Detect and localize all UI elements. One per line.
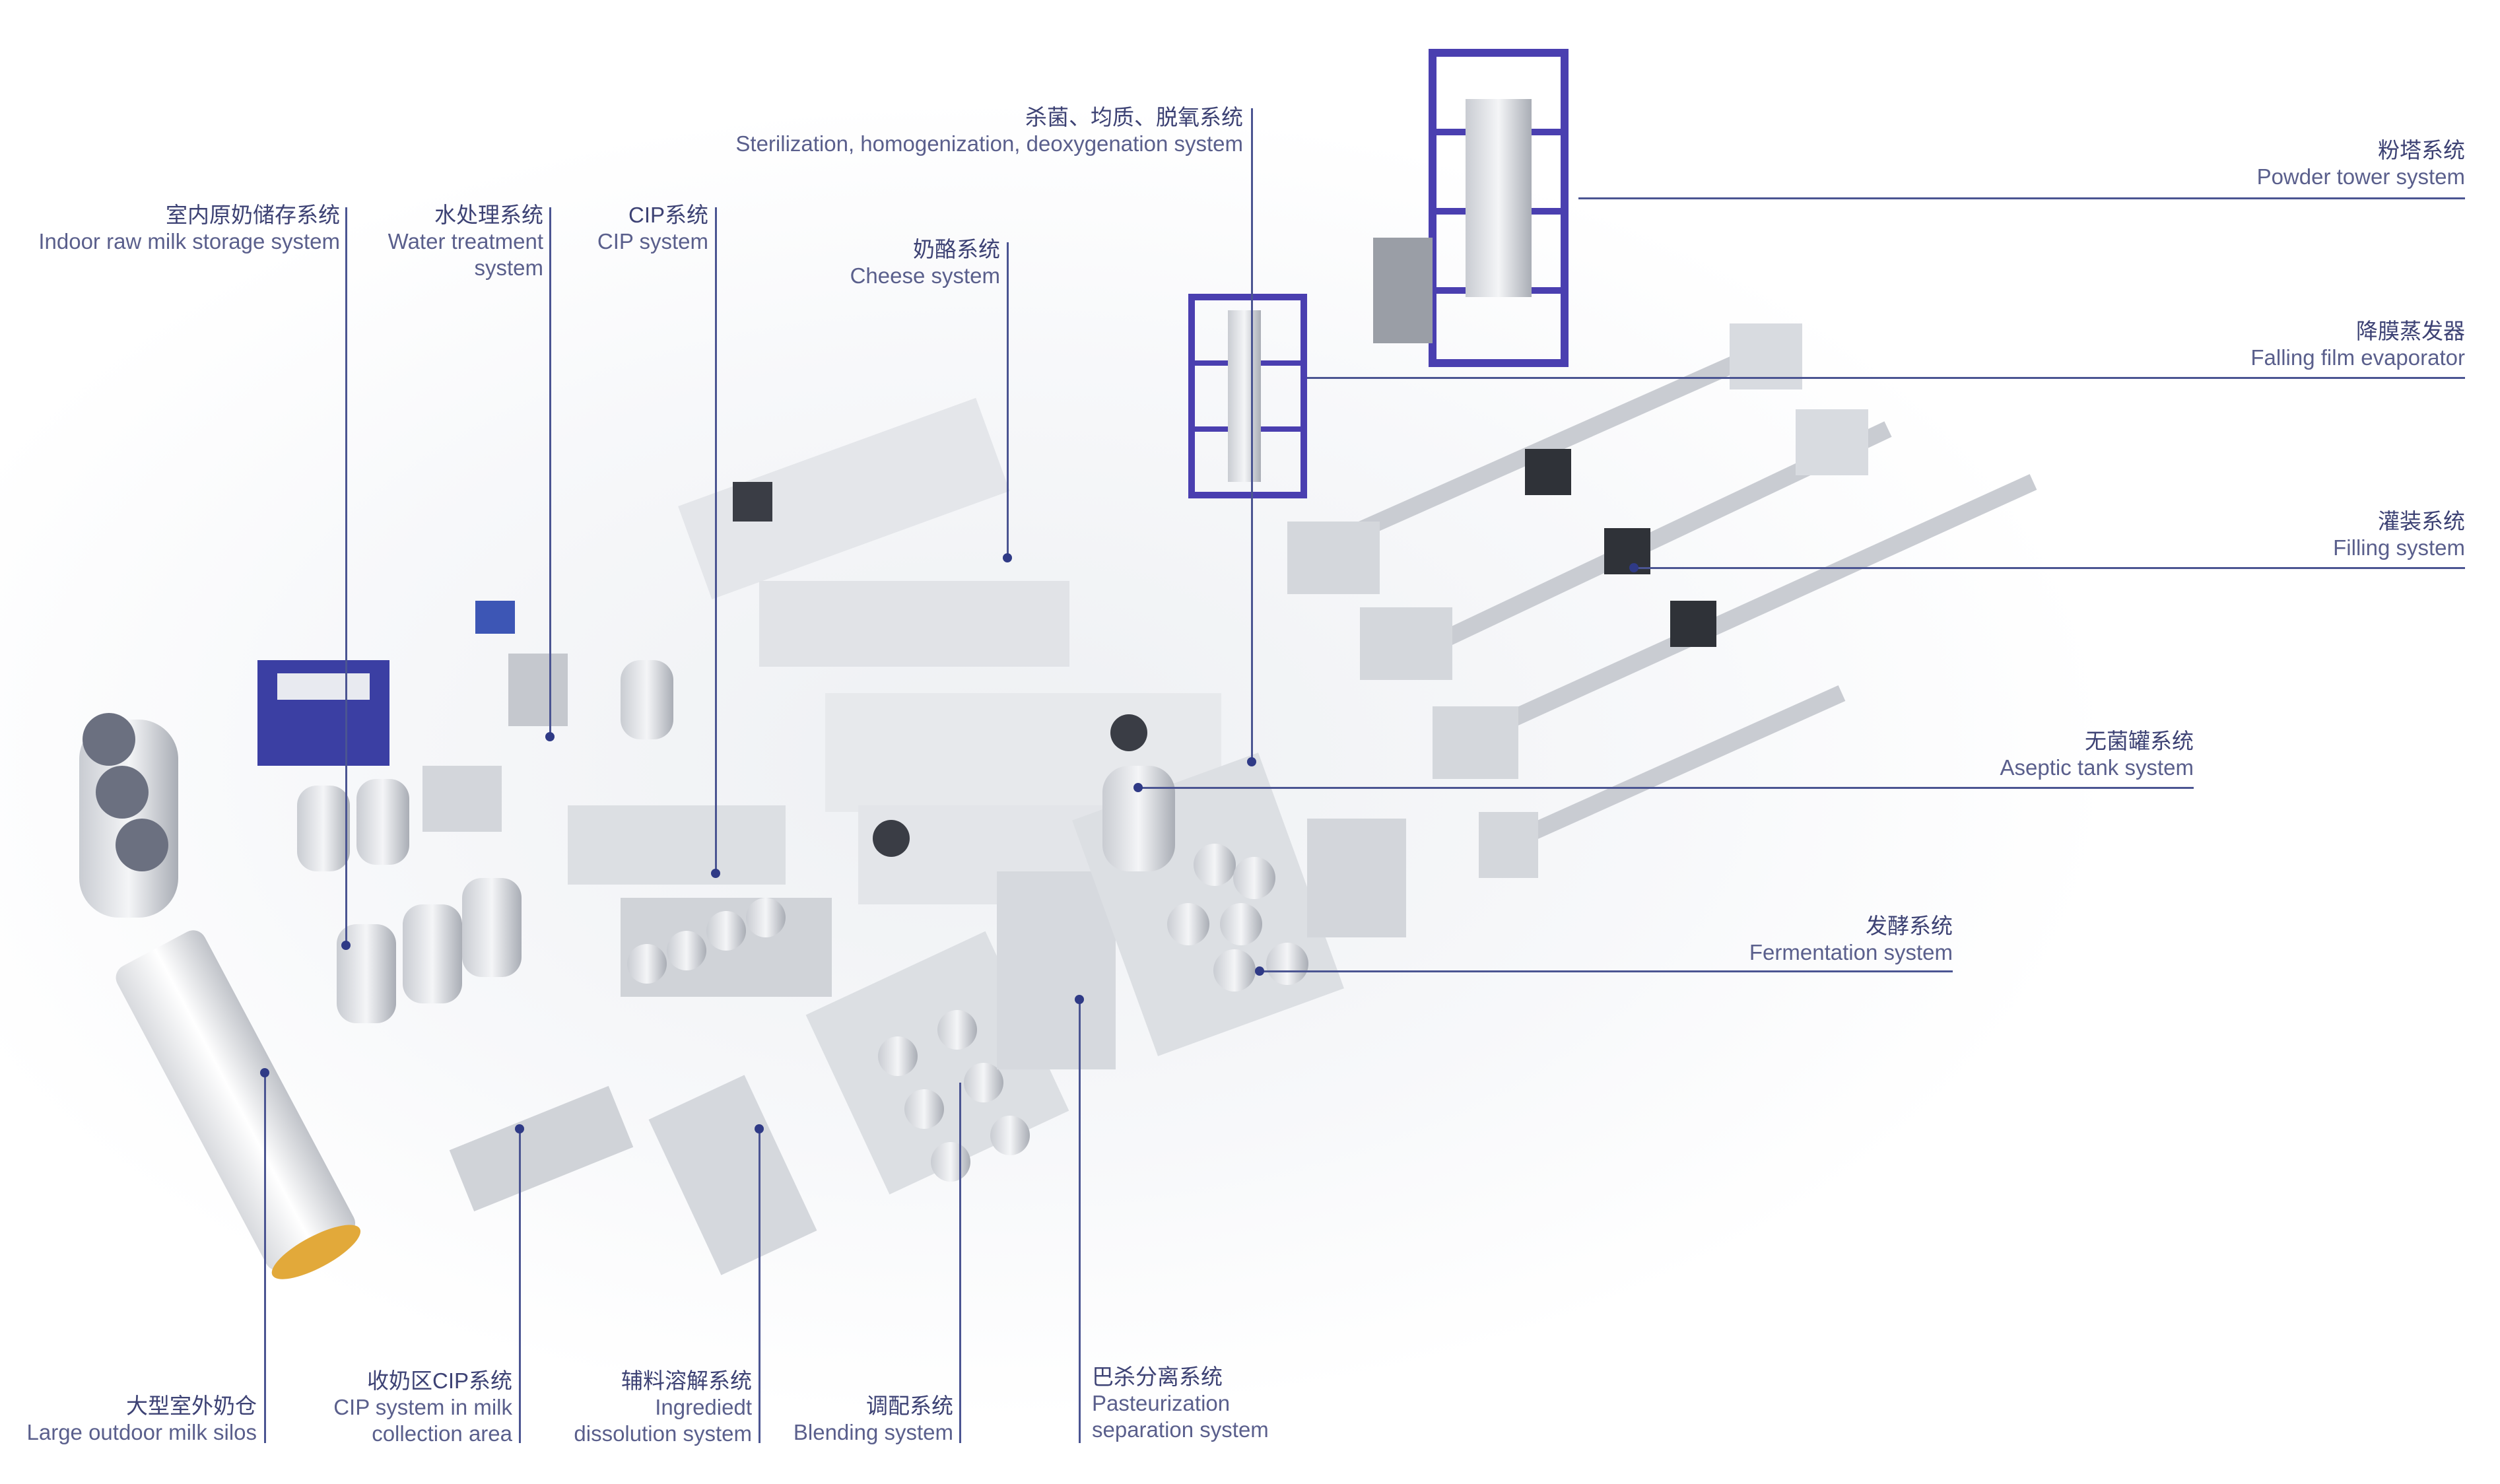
label-falling-film: 降膜蒸发器 Falling film evaporator bbox=[2250, 318, 2465, 371]
label-cn: 收奶区CIP系统 bbox=[366, 1368, 512, 1393]
label-en: collection area bbox=[372, 1421, 512, 1446]
label-outdoor-silos: 大型室外奶仓 Large outdoor milk silos bbox=[27, 1393, 257, 1446]
label-cheese: 奶酪系统 Cheese system bbox=[850, 236, 1000, 289]
label-sterilization: 杀菌、均质、脱氧系统 Sterilization, homogenization… bbox=[735, 104, 1243, 157]
leader-line bbox=[1260, 970, 1953, 972]
marker-dot bbox=[1133, 783, 1143, 792]
label-en: system bbox=[474, 255, 543, 280]
label-en: Ingrediedt bbox=[655, 1395, 752, 1419]
label-cip: CIP系统 CIP system bbox=[597, 202, 708, 255]
label-collection-cip: 收奶区CIP系统 CIP system in milk collection a… bbox=[333, 1368, 512, 1447]
cip-equipment bbox=[568, 805, 832, 997]
outdoor-silos bbox=[79, 713, 361, 1279]
label-cn: 奶酪系统 bbox=[913, 237, 1000, 261]
label-en: Blending system bbox=[793, 1420, 953, 1444]
label-cn: 调配系统 bbox=[866, 1394, 953, 1418]
label-en: Pasteurization bbox=[1092, 1391, 1231, 1415]
indoor-storage-equipment bbox=[257, 660, 522, 1023]
label-filling: 灌装系统 Filling system bbox=[2333, 508, 2465, 561]
leader-line bbox=[1307, 377, 2465, 379]
label-cn: 巴杀分离系统 bbox=[1092, 1365, 1223, 1389]
label-en: Sterilization, homogenization, deoxygena… bbox=[735, 131, 1243, 156]
label-cn: 水处理系统 bbox=[434, 203, 543, 227]
marker-dot bbox=[1255, 966, 1264, 976]
label-cn: 大型室外奶仓 bbox=[126, 1394, 257, 1418]
label-en: Fermentation system bbox=[1749, 940, 1953, 964]
label-en: dissolution system bbox=[574, 1421, 752, 1446]
label-en: Filling system bbox=[2333, 535, 2465, 560]
marker-dot bbox=[755, 1124, 764, 1133]
label-cn: 灌装系统 bbox=[2378, 509, 2465, 533]
marker-dot bbox=[515, 1124, 524, 1133]
label-indoor-storage: 室内原奶储存系统 Indoor raw milk storage system bbox=[38, 202, 340, 255]
label-en: Aseptic tank system bbox=[2000, 755, 2194, 780]
leader-line bbox=[759, 1129, 760, 1443]
marker-dot bbox=[711, 869, 720, 878]
leader-line bbox=[264, 1073, 266, 1443]
leader-line bbox=[519, 1129, 521, 1443]
label-cn: 降膜蒸发器 bbox=[2356, 319, 2465, 343]
label-powder-tower: 粉塔系统 Powder tower system bbox=[2257, 137, 2465, 190]
label-cn: 粉塔系统 bbox=[2378, 138, 2465, 162]
label-aseptic-tank: 无菌罐系统 Aseptic tank system bbox=[2000, 728, 2194, 781]
label-cn: 杀菌、均质、脱氧系统 bbox=[1025, 105, 1243, 129]
label-en: Cheese system bbox=[850, 263, 1000, 288]
label-en: Indoor raw milk storage system bbox=[38, 229, 340, 253]
leader-line bbox=[549, 207, 551, 737]
label-blending: 调配系统 Blending system bbox=[794, 1393, 953, 1446]
ingredient-and-collection-cip bbox=[449, 1075, 817, 1275]
label-en: Falling film evaporator bbox=[2250, 345, 2465, 370]
label-en: CIP system in milk bbox=[333, 1395, 512, 1419]
label-cn: CIP系统 bbox=[628, 203, 708, 227]
label-cn: 辅料溶解系统 bbox=[621, 1368, 752, 1393]
blending-equipment bbox=[805, 871, 1116, 1195]
filling-lines bbox=[1287, 323, 2037, 878]
marker-dot bbox=[341, 941, 351, 950]
label-en: Large outdoor milk silos bbox=[26, 1420, 257, 1444]
label-pasteurization: 巴杀分离系统 Pasteurization separation system bbox=[1092, 1364, 1269, 1443]
leader-line bbox=[1634, 567, 2465, 569]
label-ingredient-dissolution: 辅料溶解系统 Ingrediedt dissolution system bbox=[574, 1368, 752, 1447]
leader-line bbox=[1007, 242, 1009, 558]
leader-line bbox=[345, 207, 347, 945]
leader-line bbox=[1251, 108, 1253, 762]
marker-dot bbox=[1003, 553, 1012, 562]
marker-dot bbox=[545, 732, 555, 741]
label-cn: 发酵系统 bbox=[1866, 914, 1953, 938]
marker-dot bbox=[1247, 757, 1256, 766]
label-cn: 室内原奶储存系统 bbox=[166, 203, 340, 227]
label-cn: 无菌罐系统 bbox=[2085, 729, 2194, 753]
powder-tower-and-evaporator bbox=[1188, 49, 1569, 498]
label-en: separation system bbox=[1092, 1417, 1269, 1442]
fermentation-equipment bbox=[1072, 753, 1406, 1056]
label-water-treatment: 水处理系统 Water treatment system bbox=[388, 202, 543, 281]
label-en: Water treatment bbox=[388, 229, 543, 253]
marker-dot bbox=[1075, 995, 1084, 1004]
marker-dot bbox=[260, 1068, 269, 1077]
label-en: Powder tower system bbox=[2256, 164, 2465, 189]
leader-line bbox=[959, 1083, 961, 1443]
marker-dot bbox=[1629, 563, 1639, 572]
water-treatment-equipment bbox=[422, 601, 673, 832]
label-en: CIP system bbox=[597, 229, 708, 253]
leader-line bbox=[1578, 197, 2465, 199]
leader-line bbox=[1138, 787, 2194, 789]
leader-line bbox=[1079, 999, 1081, 1443]
leader-line bbox=[715, 207, 717, 873]
label-fermentation: 发酵系统 Fermentation system bbox=[1749, 913, 1953, 966]
